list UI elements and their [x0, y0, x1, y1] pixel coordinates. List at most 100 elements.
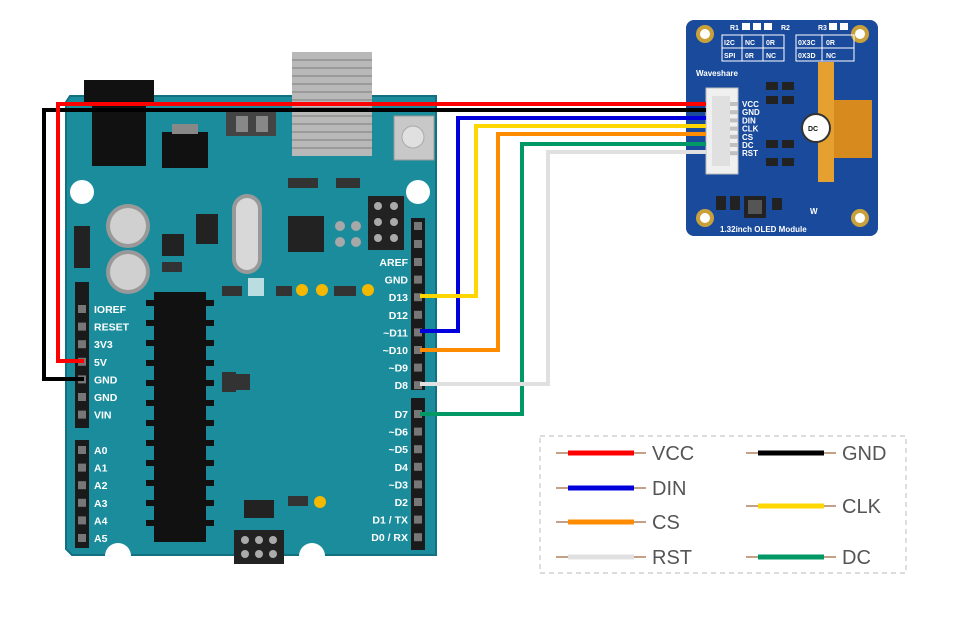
oled-pin: [730, 134, 738, 139]
oled-pin: [730, 118, 738, 123]
pin-label-d2: D2: [395, 497, 409, 509]
pin-label-a1: A1: [94, 463, 108, 475]
oled-pin: [730, 102, 738, 106]
r2-label: R2: [781, 25, 790, 32]
header-pin: [414, 533, 422, 542]
header-pin: [78, 481, 86, 490]
header-pin: [414, 310, 422, 319]
header-pin: [78, 410, 86, 419]
pin-label-d5: ~D5: [388, 444, 408, 456]
icsp-header: [368, 196, 404, 250]
header-pin: [414, 427, 422, 436]
header-pin: [414, 445, 422, 454]
led: [316, 284, 328, 296]
legend-label-din: DIN: [652, 478, 686, 500]
legend-label-clk: CLK: [842, 496, 882, 518]
pin-label-d13: D13: [389, 292, 408, 304]
analog-header: [75, 440, 89, 548]
oled-pin-label-dc: DC: [742, 141, 754, 150]
bottom-icsp-header: [234, 530, 284, 564]
pin-label-d9: ~D9: [388, 363, 408, 375]
atmega-chip: [154, 292, 206, 542]
pin-label-d3: ~D3: [388, 479, 408, 491]
header-pin: [414, 462, 422, 471]
pin-label-d1tx: D1 / TX: [372, 515, 408, 527]
pin-label-aref: AREF: [379, 257, 408, 269]
flex-cable: [834, 100, 872, 158]
r3-label: R3: [818, 25, 827, 32]
pin-label-a0: A0: [94, 445, 108, 457]
usb-interface-chip: [288, 216, 324, 252]
header-pin: [78, 463, 86, 472]
header-pin: [414, 293, 422, 302]
digital-pin-labels: AREFGNDD13D12~D11~D10~D9D8D7~D6~D5D4~D3D…: [371, 222, 422, 544]
mounting-hole: [70, 180, 94, 204]
pin-label-d6: ~D6: [388, 427, 408, 439]
legend-frame: [539, 435, 907, 574]
header-pin: [78, 340, 86, 349]
header-pin: [78, 534, 86, 542]
wire-rst: [420, 150, 706, 386]
svg-text:NC: NC: [745, 40, 755, 47]
waveshare-logo: W: [810, 207, 818, 216]
header-pin: [414, 240, 422, 248]
oled-pin-label-cs: CS: [742, 133, 754, 142]
header-pin: [78, 393, 86, 401]
interface-config-table: I2C NC 0R SPI 0R NC: [721, 34, 785, 62]
header-pin: [414, 410, 422, 418]
legend-label-rst: RST: [652, 547, 692, 569]
brand-label: Waveshare: [696, 69, 739, 78]
oled-pin: [730, 143, 738, 147]
pin-label-d10: ~D10: [383, 345, 409, 357]
pin-label-a3: A3: [94, 498, 108, 510]
header-pin: [414, 328, 422, 337]
module-title: 1.32inch OLED Module: [720, 225, 807, 234]
oled-pin-label-rst: RST: [742, 149, 758, 158]
led: [362, 284, 374, 296]
mounting-hole: [406, 180, 430, 204]
pin-label-d12: D12: [389, 310, 408, 322]
svg-text:0X3C: 0X3C: [798, 40, 816, 47]
address-config-table: 0X3C 0R 0X3D NC: [795, 34, 855, 62]
oled-pin: [730, 151, 738, 156]
pin-label-a2: A2: [94, 480, 108, 492]
wire-din: [420, 116, 706, 333]
wire-vcc: [56, 102, 706, 363]
svg-text:0X3D: 0X3D: [798, 53, 816, 60]
pin-label-vin: VIN: [94, 410, 112, 422]
header-pin: [78, 322, 86, 331]
header-pin: [78, 446, 86, 454]
pin-label-gnd: GND: [385, 275, 409, 287]
pin-label-d11: ~D11: [383, 327, 408, 339]
oled-module: R1 R2 R3 I2C NC 0R SPI 0R NC 0X3C 0R 0X3…: [686, 20, 878, 236]
header-pin: [414, 381, 422, 390]
power-header: [75, 282, 89, 428]
power-jack: [84, 80, 154, 166]
header-pin: [414, 258, 422, 266]
mounting-hole: [105, 543, 131, 569]
oled-pin-label-gnd: GND: [742, 108, 760, 117]
legend-label-cs: CS: [652, 512, 680, 534]
r1-label: R1: [730, 25, 739, 32]
header-pin: [414, 275, 422, 284]
reset-button: [393, 115, 435, 161]
svg-text:I2C: I2C: [724, 40, 735, 47]
pin-label-gnd: GND: [94, 374, 118, 386]
wire-gnd: [42, 108, 706, 381]
svg-text:0R: 0R: [826, 40, 835, 47]
header-pin: [414, 222, 422, 230]
wire-dc: [420, 142, 706, 416]
led: [296, 284, 308, 296]
pin-label-d4: D4: [395, 462, 409, 474]
led: [314, 496, 326, 508]
voltage-regulator: [162, 132, 208, 168]
legend-label-vcc: VCC: [652, 443, 694, 465]
pin-label-reset: RESET: [94, 322, 130, 334]
pin-label-ioref: IOREF: [94, 304, 127, 316]
pin-label-a4: A4: [94, 515, 108, 527]
pin-label-d7: D7: [395, 409, 409, 421]
header-pin: [414, 363, 422, 372]
